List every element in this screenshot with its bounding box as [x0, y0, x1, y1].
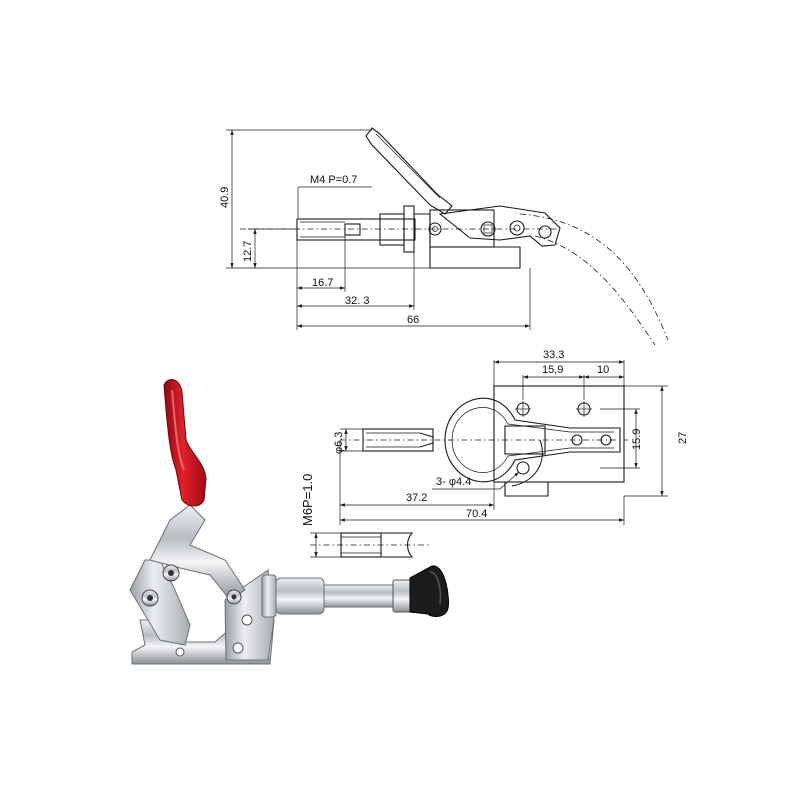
- thread-detail-drawing: M6P=1.0: [300, 474, 430, 558]
- side-thread-label: M4 P=0.7: [310, 174, 357, 186]
- dim-label-15-9-right: 15.9: [631, 429, 643, 450]
- photo-red-handle: [163, 379, 207, 507]
- top-base-plate: [493, 385, 625, 483]
- photo-upright-arm: [129, 559, 191, 646]
- dim-label-15-9-top: 15,9: [542, 364, 563, 376]
- thread-detail-label: M6P=1.0: [300, 474, 315, 526]
- side-pivot-2: [480, 221, 496, 237]
- side-view-drawing: 40.9 12.7 M4 P=0.7 16.7 32. 3 66: [219, 127, 669, 346]
- side-pivot-3: [509, 220, 525, 236]
- dim-label-12-7: 12.7: [242, 241, 254, 262]
- side-housing: [414, 213, 521, 269]
- photo-plunger-rod: [323, 584, 397, 608]
- top-hole-3: [516, 461, 530, 475]
- dim-label-70-4: 70.4: [466, 508, 487, 520]
- top-view-drawing: 33.3 15,9 10 φ6.3 15.9 27 3- φ4.4 37.2: [333, 349, 689, 525]
- side-plunger-rod: [296, 218, 416, 241]
- dim-label-66: 66: [407, 314, 419, 326]
- dim-label-33-3: 33.3: [543, 349, 564, 361]
- photo-lock-nut: [392, 579, 412, 613]
- dim-label-37-2: 37.2: [406, 492, 427, 504]
- dim-label-27: 27: [677, 432, 689, 444]
- side-handle: [365, 127, 453, 215]
- product-photo: [129, 379, 449, 665]
- dim-label-10: 10: [597, 364, 609, 376]
- photo-sleeve: [275, 577, 325, 615]
- dim-label-3-phi-4-4: 3- φ4.4: [436, 476, 471, 488]
- dim-label-32-3: 32. 3: [345, 295, 369, 307]
- photo-link: [149, 504, 246, 601]
- dim-label-phi-6-3: φ6.3: [333, 432, 345, 454]
- side-swing-phantom: [519, 213, 669, 341]
- photo-rubber-tip: [409, 565, 449, 617]
- dim-label-16-7: 16.7: [312, 277, 333, 289]
- photo-flange: [261, 574, 277, 618]
- side-link-arm: [438, 205, 561, 247]
- dim-label-40-9: 40.9: [219, 187, 231, 208]
